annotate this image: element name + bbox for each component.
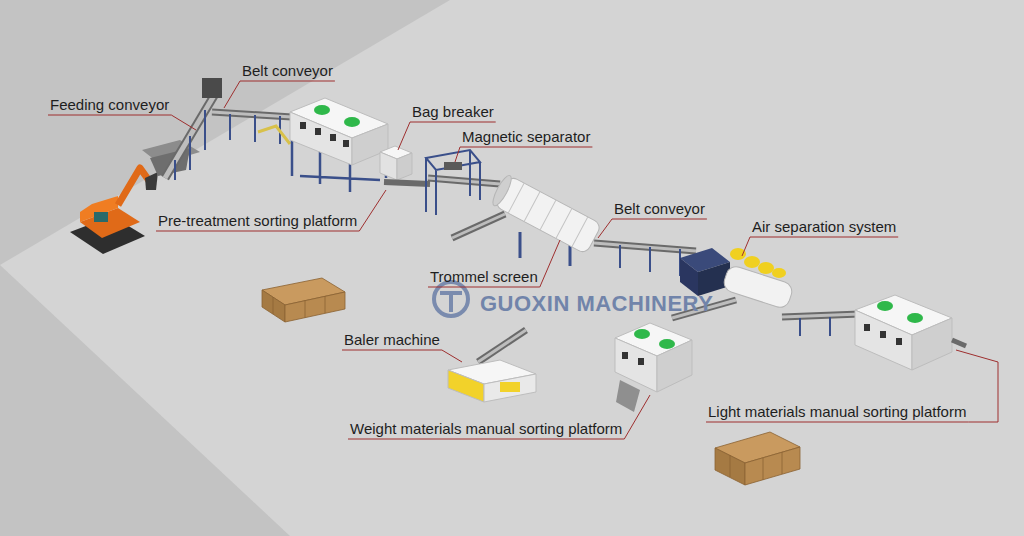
component-label: Pre-treatment sorting platform xyxy=(158,212,357,229)
component-label: Feeding conveyor xyxy=(50,96,169,113)
magnetic-separator xyxy=(426,150,500,215)
belt-conveyor xyxy=(212,112,292,144)
bag-breaker xyxy=(380,146,430,184)
feeding-conveyor xyxy=(142,78,222,180)
component-label: Trommel screen xyxy=(430,268,538,285)
leader-line xyxy=(342,350,462,362)
leader-line xyxy=(598,219,707,238)
watermark: GUOXIN MACHINERY xyxy=(480,292,713,316)
leader-line xyxy=(455,147,592,162)
leader-line xyxy=(742,237,898,256)
trommel-screen xyxy=(452,173,602,266)
component-label: Weight materials manual sorting platform xyxy=(350,420,622,437)
component-label: Bag breaker xyxy=(412,103,494,120)
bales xyxy=(262,278,800,485)
weight-sorting-platform xyxy=(615,323,692,412)
pretreatment-platform xyxy=(290,98,388,192)
component-label: Air separation system xyxy=(752,218,896,235)
component-label: Belt conveyor xyxy=(242,62,333,79)
leader-line xyxy=(224,81,335,108)
leader-line xyxy=(156,190,386,231)
leader-line xyxy=(428,240,560,287)
component-label: Magnetic separator xyxy=(462,128,590,145)
component-label: Belt conveyor xyxy=(614,200,705,217)
component-label: Baler machine xyxy=(344,331,440,348)
baler-machine xyxy=(448,330,536,402)
leader-line xyxy=(348,395,650,439)
component-label: Light materials manual sorting platform xyxy=(708,403,966,420)
leader-line xyxy=(706,350,998,422)
leader-line xyxy=(48,115,196,130)
light-sorting-platform xyxy=(855,295,966,370)
excavator xyxy=(70,168,158,254)
